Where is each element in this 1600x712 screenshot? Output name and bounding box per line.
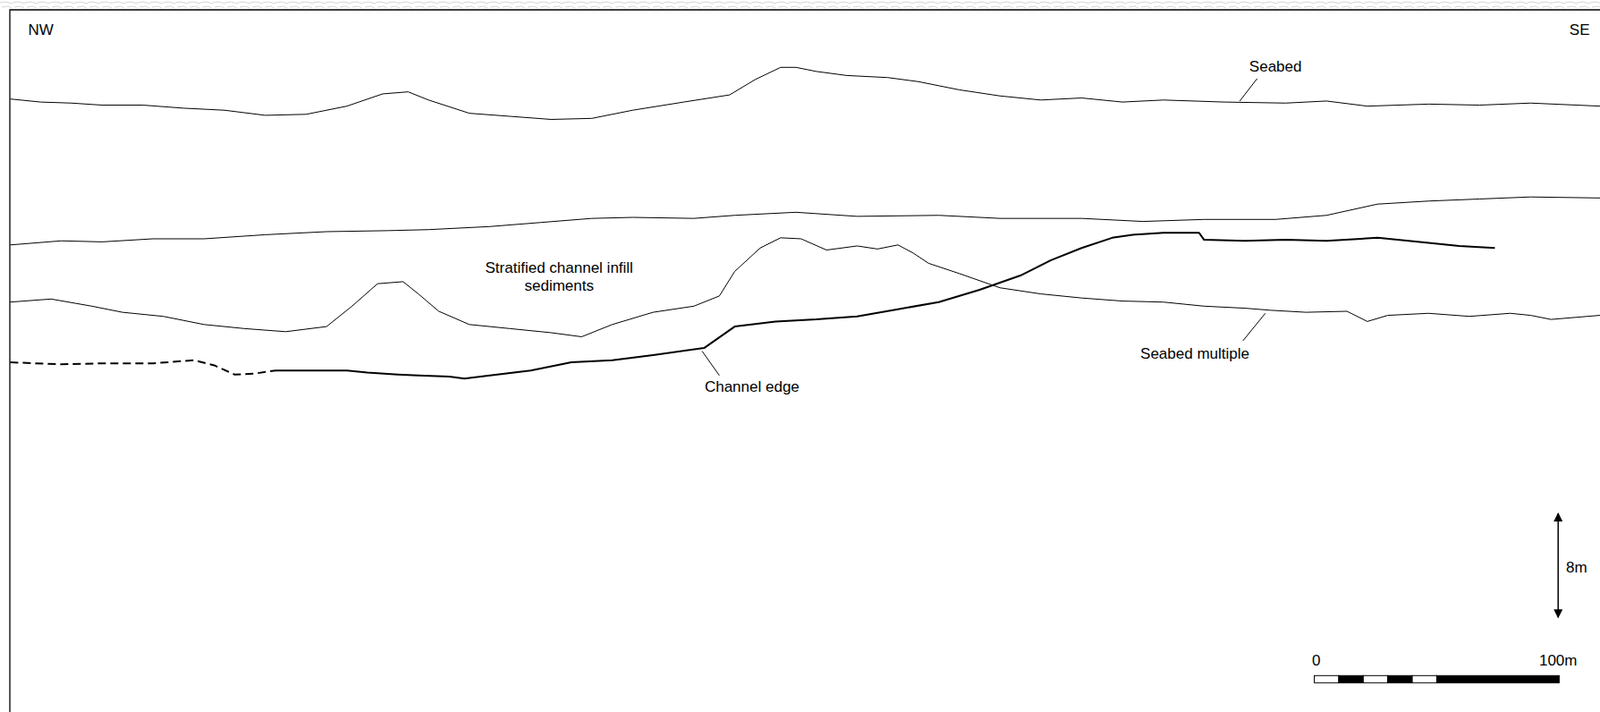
- scale-bar-segment: [1388, 675, 1413, 683]
- channel-edge-inferred: [9, 360, 276, 375]
- scale-bar-segment: [1436, 675, 1559, 683]
- leader-line: [702, 350, 720, 375]
- direction-label: SE: [1567, 21, 1592, 40]
- scale-label: 100m: [1537, 651, 1580, 670]
- multiple-label: Seabed multiple: [1138, 345, 1252, 364]
- unit-label: Stratified channel infill sediments: [470, 259, 648, 297]
- vertical-scale-arrow: [1557, 513, 1559, 618]
- seabed-multiple-line: [9, 237, 1600, 338]
- scale-label: 8m: [1564, 558, 1590, 577]
- leader-line: [1243, 313, 1266, 341]
- scale-bar-segment: [1362, 675, 1388, 683]
- seabed-label: Seabed: [1247, 58, 1304, 77]
- reflector-line: [9, 196, 1600, 246]
- texture-strip: [0, 0, 1600, 10]
- scale-bar-segment: [1314, 675, 1339, 683]
- leader-line: [1239, 78, 1257, 102]
- scale-label: 0: [1310, 651, 1322, 670]
- scale-bar-segment: [1412, 675, 1437, 683]
- channel-edge-label: Channel edge: [702, 378, 802, 397]
- direction-label: NW: [25, 21, 55, 40]
- seabed-line: [9, 67, 1600, 119]
- reflectors: [9, 67, 1600, 683]
- frame: [9, 9, 1600, 712]
- channel-edge-line: [275, 232, 1495, 379]
- scale-bar-segment: [1338, 675, 1363, 683]
